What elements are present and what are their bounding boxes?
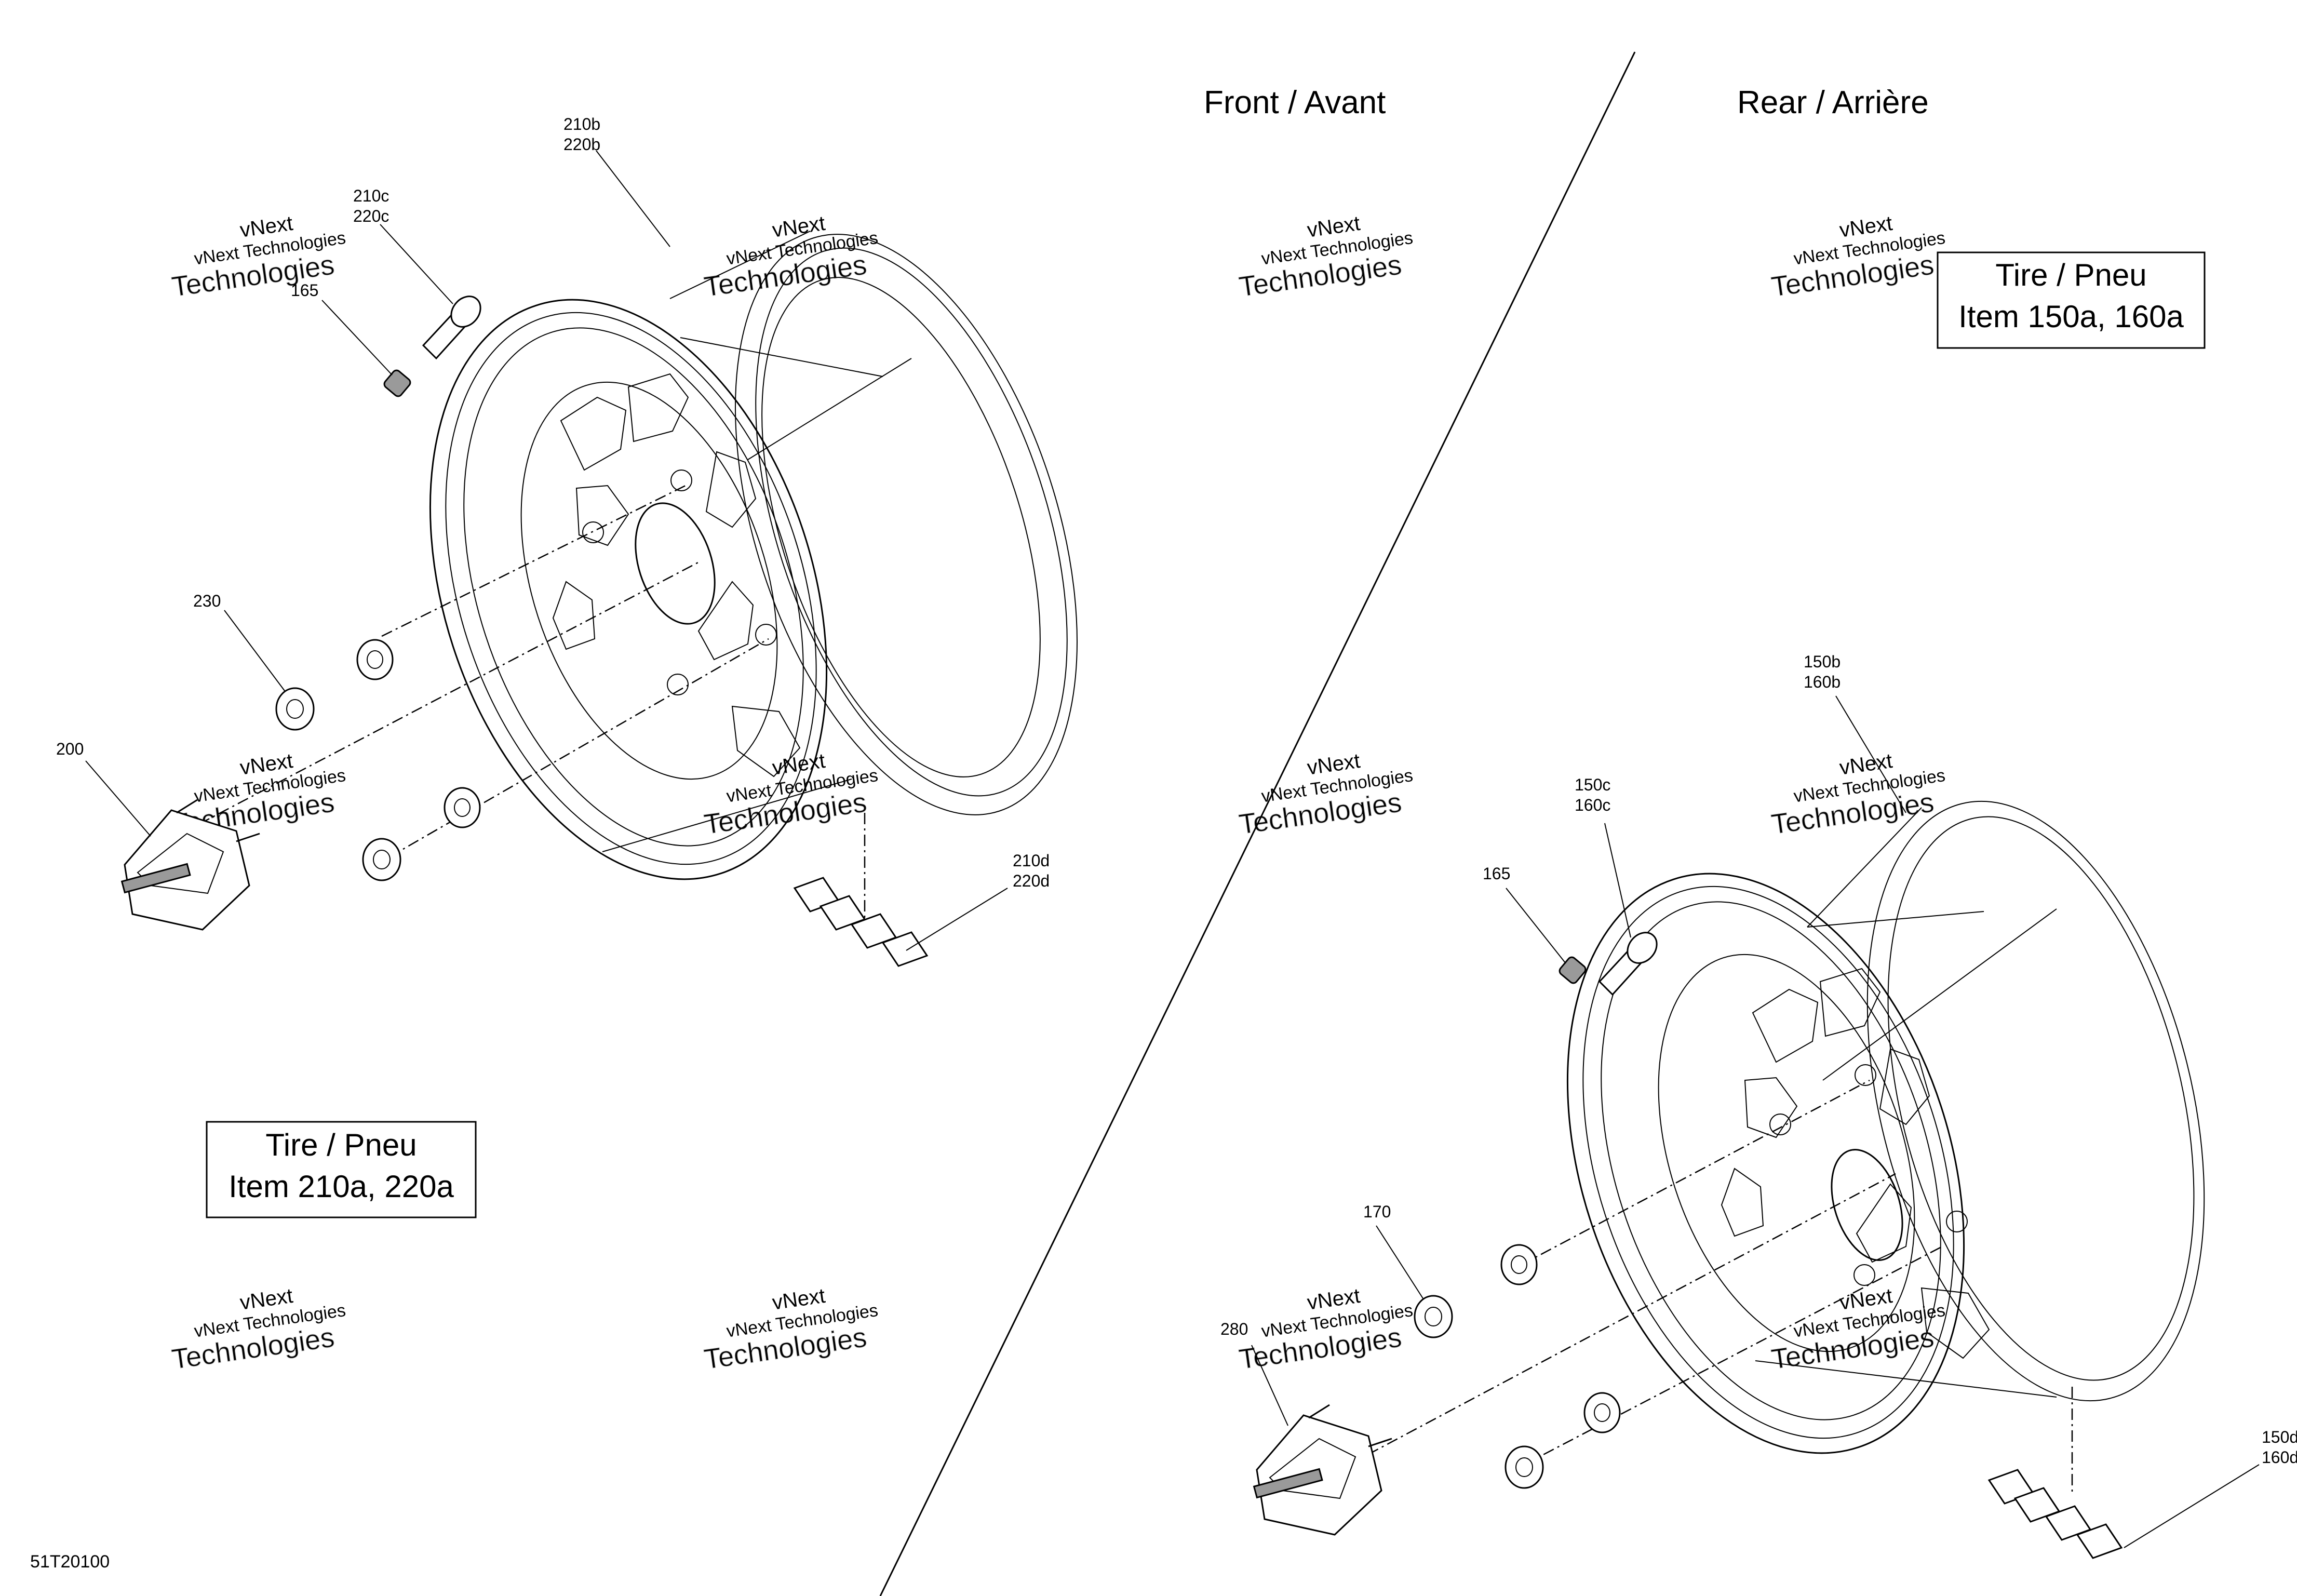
rear-weight-callout-2: 160d	[2262, 1448, 2297, 1467]
front-rim	[429, 231, 1078, 880]
rear-valve-cap	[1559, 956, 1587, 984]
rear-valve-cap-callout: 165	[1483, 864, 1510, 883]
rear-lug-nut-callout: 170	[1363, 1202, 1391, 1221]
front-valve-stem	[422, 296, 481, 360]
rear-rim-callout-1: 150b	[1804, 652, 1841, 671]
front-rim-callout-2: 220b	[563, 135, 600, 154]
front-weight-callout-1: 210d	[1013, 851, 1050, 870]
rear-hub-cap	[1253, 1404, 1392, 1536]
rear-wheel-assembly	[1251, 695, 2260, 1559]
front-tire-box-line2: Item 210a, 220a	[229, 1169, 454, 1204]
front-tire-box-frame	[206, 1121, 477, 1218]
front-lug-nut-callout: 230	[193, 592, 221, 610]
front-hub-cap	[120, 799, 260, 931]
rear-tire-box-line1: Tire / Pneu	[1995, 258, 2146, 292]
rear-balance-weights	[1987, 1469, 2123, 1559]
front-lug-nuts	[275, 639, 481, 881]
rear-valve-callout-2: 160c	[1575, 796, 1610, 814]
rear-tire-box: Tire / Pneu Item 150a, 160a	[1937, 251, 2206, 349]
front-section-title: Front / Avant	[1204, 85, 1386, 120]
rear-valve-callout-1: 150c	[1575, 775, 1610, 794]
front-tire-box-line1: Tire / Pneu	[265, 1128, 417, 1162]
rear-rim	[1566, 800, 2205, 1454]
section-divider-line	[879, 51, 1636, 1596]
front-weight-callout-2: 220d	[1013, 871, 1050, 890]
rear-hub-cap-callout: 280	[1220, 1320, 1248, 1338]
rear-valve-stem	[1598, 932, 1658, 996]
front-valve-cap	[383, 369, 411, 397]
front-valve-callout-1: 210c	[353, 186, 389, 205]
rear-tire-box-frame	[1937, 251, 2206, 349]
front-rim-callout-1: 210b	[563, 115, 600, 133]
front-balance-weights	[793, 877, 929, 967]
front-tire-box: Tire / Pneu Item 210a, 220a	[206, 1121, 477, 1218]
front-wheel-assembly	[85, 150, 1078, 967]
rear-rim-callout-2: 160b	[1804, 673, 1841, 691]
rear-weight-callout-1: 150d	[2262, 1428, 2297, 1446]
front-hub-cap-callout: 200	[56, 740, 84, 758]
rear-section-title: Rear / Arrière	[1737, 85, 1929, 120]
rear-tire-box-line2: Item 150a, 160a	[1958, 299, 2184, 334]
diagram-reference-code: 51T20100	[30, 1552, 110, 1572]
rear-lug-nuts	[1414, 1244, 1621, 1489]
front-valve-callout-2: 220c	[353, 207, 389, 225]
front-valve-cap-callout: 165	[291, 281, 318, 300]
